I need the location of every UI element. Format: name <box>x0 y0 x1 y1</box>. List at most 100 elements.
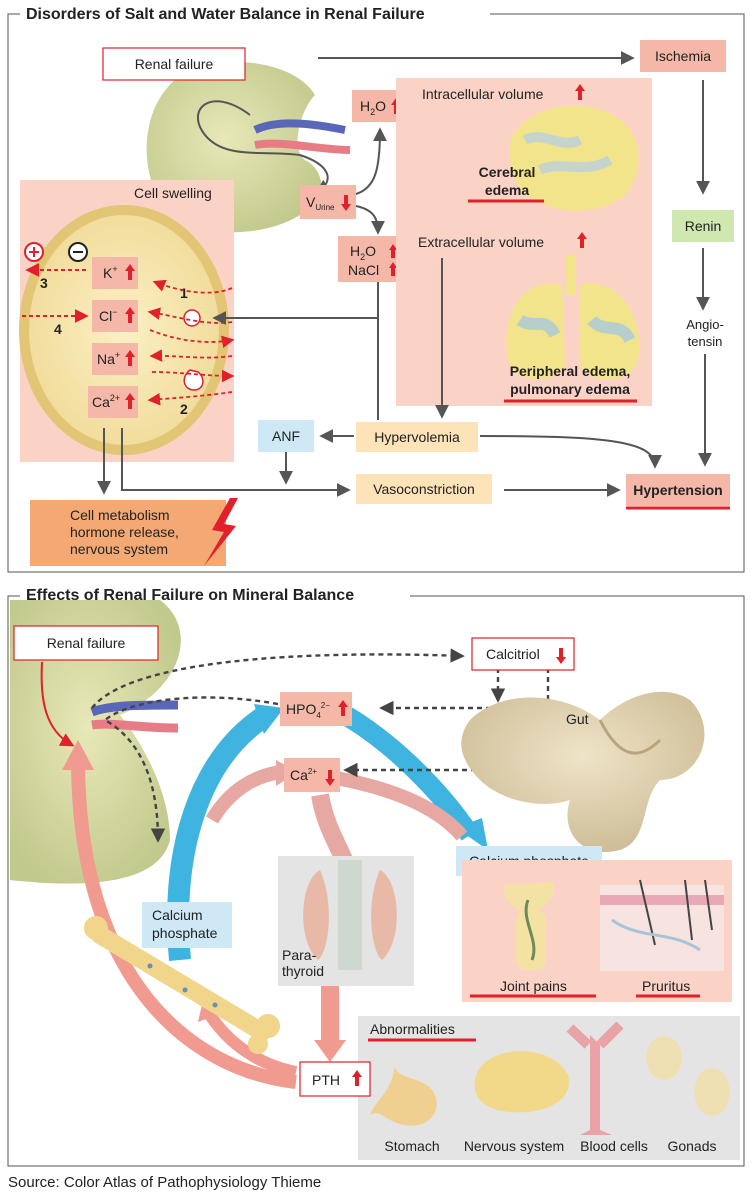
blood-cells-icon <box>566 1021 624 1135</box>
h2o-H: H <box>360 98 370 114</box>
renal-failure-node-2: Renal failure <box>13 625 159 747</box>
renal-failure-label-2: Renal failure <box>47 635 126 651</box>
gut-illustration <box>461 691 705 852</box>
v-urine-sub: Urine <box>315 203 335 212</box>
angiotensin-label-2: tensin <box>688 334 723 349</box>
calcitriol-label: Calcitriol <box>486 646 540 662</box>
ion-na-node: Na+ <box>92 343 138 375</box>
up-arrow-icon <box>125 393 135 409</box>
pink-arrow-ca <box>205 765 284 824</box>
cell-metab-line2: hormone release, <box>70 524 179 540</box>
cell-metab-line1: Cell metabolism <box>70 507 170 523</box>
down-arrow-icon <box>341 195 351 211</box>
label-4: 4 <box>54 321 62 337</box>
joint-pains-label: Joint pains <box>500 978 567 994</box>
organ-nervous-system: Nervous system <box>464 1138 564 1154</box>
arrow-cell-vaso <box>121 428 351 497</box>
pink-arrow-kidney <box>71 764 297 1089</box>
para-label-2: thyroid <box>282 963 324 979</box>
ion-k-base: K <box>103 265 113 281</box>
channel-2-icon <box>183 369 204 391</box>
label-3: 3 <box>40 275 48 291</box>
cell-metabolism-node: Cell metabolism hormone release, nervous… <box>30 498 238 566</box>
peripheral-label-2: pulmonary edema <box>510 381 630 397</box>
panel-mineral-balance: Effects of Renal Failure on Mineral Bala… <box>7 583 745 1167</box>
h2o-nacl-line1: H2O <box>350 243 376 262</box>
nacl-label: NaCl <box>348 262 379 278</box>
ion-ca-sup: 2+ <box>110 393 120 403</box>
pruritus-label: Pruritus <box>642 978 690 994</box>
vasoconstriction-node: Vasoconstriction <box>356 474 492 504</box>
h2o-text: H2O <box>360 98 386 117</box>
h2o-nacl-node: H2O NaCl <box>338 236 406 282</box>
volume-panel: Intracellular volume Cerebral edema Extr… <box>396 78 652 419</box>
nacl-O: O <box>365 243 376 259</box>
vasoconstriction-label: Vasoconstriction <box>373 481 475 497</box>
arrow-hypervolemia-hypertension <box>479 435 662 469</box>
plus-icon <box>24 242 44 262</box>
intracellular-label: Intracellular volume <box>422 86 544 102</box>
up-arrow-icon <box>352 1070 362 1086</box>
parathyroid-panel: Para- thyroid <box>278 856 414 986</box>
ion-k-sup: + <box>112 264 117 274</box>
v-urine-node: VUrine <box>300 185 356 219</box>
calcium-left-label-1: Calcium <box>152 907 203 923</box>
up-arrow-icon <box>125 350 135 366</box>
hpo4-base: HPO <box>286 701 316 717</box>
ion-ca-base: Ca <box>92 394 110 410</box>
peripheral-label-1: Peripheral edema, <box>510 363 631 379</box>
pink-arrow-parathyroid <box>311 793 354 866</box>
lungs-icon <box>506 255 640 380</box>
cell-swelling-panel: Cell swelling K+ Cl− Na+ Ca2+ <box>19 180 235 462</box>
cell-metab-line3: nervous system <box>70 541 168 557</box>
extracellular-label: Extracellular volume <box>418 234 544 250</box>
label-1: 1 <box>180 285 188 301</box>
source-caption: Source: Color Atlas of Pathophysiology T… <box>8 1174 322 1191</box>
panel-salt-water: Disorders of Salt and Water Balance in R… <box>7 2 745 573</box>
pink-arrow-bone <box>205 1011 298 1078</box>
renal-failure-node: Renal failure <box>102 47 246 81</box>
ischemia-label: Ischemia <box>655 48 711 64</box>
cerebral-label-1: Cerebral <box>479 164 536 180</box>
h2o-O: O <box>375 98 386 114</box>
up-arrow-icon <box>389 262 397 276</box>
kidney-illustration-2 <box>10 600 181 884</box>
organ-gonads: Gonads <box>667 1138 716 1154</box>
v-urine-V: V <box>306 194 316 210</box>
up-arrow-icon <box>389 244 397 258</box>
panel1-title-bg <box>20 2 490 26</box>
ischemia-node: Ischemia <box>640 40 726 72</box>
skin-illustration <box>600 879 724 971</box>
symptoms-panel: Joint pains Pruritus <box>462 860 732 1002</box>
up-arrow-icon <box>125 307 135 323</box>
hpo4-node: HPO42− <box>280 692 352 726</box>
down-arrow-icon <box>325 770 335 786</box>
ion-k-node: K+ <box>92 257 138 289</box>
up-arrow-icon <box>575 84 585 100</box>
up-arrow-icon <box>577 232 587 248</box>
pth-label: PTH <box>312 1072 340 1088</box>
up-arrow-icon <box>125 264 135 280</box>
abnormalities-panel: Abnormalities Stomach Nervous system Blo… <box>358 1016 740 1160</box>
arrow-renal-kidney <box>40 661 75 747</box>
stomach-icon <box>370 1060 437 1126</box>
ion-ca-node: Ca2+ <box>88 386 138 418</box>
calcium-left-label-2: phosphate <box>152 925 218 941</box>
ca-base: Ca <box>290 767 308 783</box>
ca-sup: 2+ <box>308 767 317 776</box>
ion-cl-base: Cl <box>99 308 112 324</box>
ca-text: Ca2+ <box>290 767 317 783</box>
ion-na-sup: + <box>115 350 120 360</box>
minus-icon <box>68 242 88 262</box>
pth-node: PTH <box>299 1061 371 1097</box>
joint-illustration <box>504 882 555 970</box>
hpo4-text: HPO42− <box>286 701 330 720</box>
ca-node: Ca2+ <box>284 758 340 792</box>
down-arrow-icon <box>556 648 566 664</box>
arrow-vurine-h2o <box>355 127 387 195</box>
hypertension-label: Hypertension <box>633 482 722 498</box>
cerebral-label-2: edema <box>485 182 530 198</box>
ion-ca-text: Ca2+ <box>92 393 120 410</box>
dashed-kidney-calcitriol <box>91 648 465 709</box>
channel-1-icon <box>183 309 201 327</box>
